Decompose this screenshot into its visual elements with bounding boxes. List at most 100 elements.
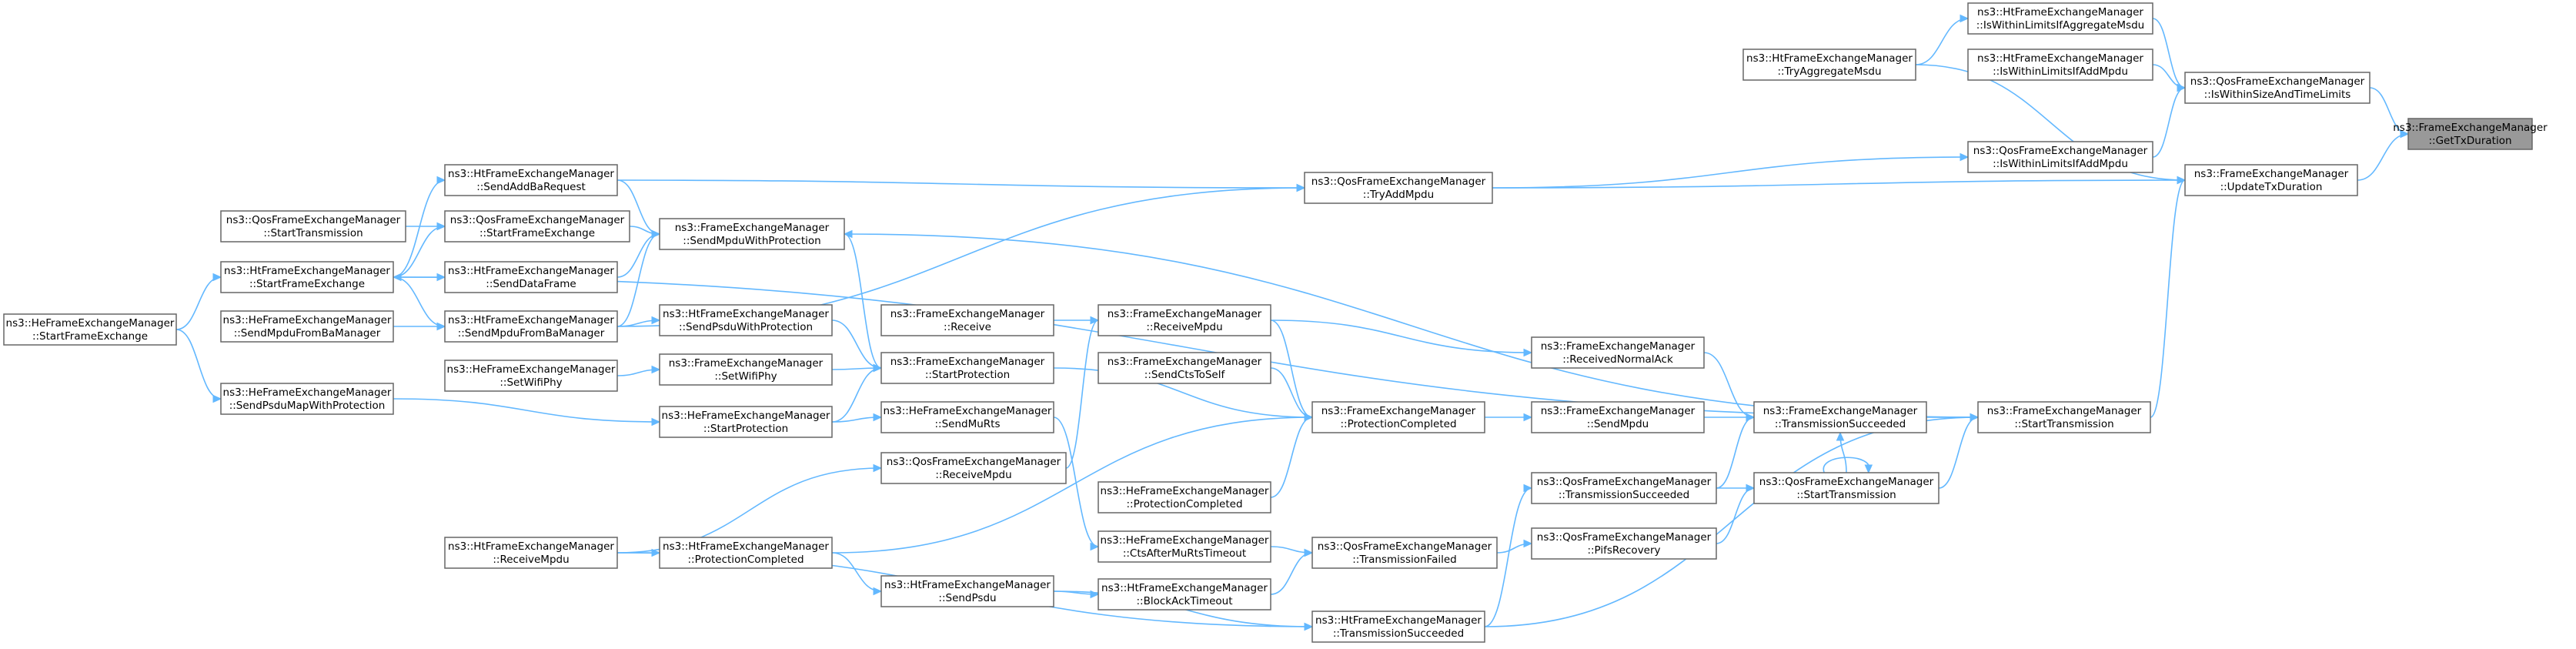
node-sendadd[interactable]: ns3::HtFrameExchangeManager::SendAddBaRe… xyxy=(444,164,618,196)
node-hesmba[interactable]: ns3::HeFrameExchangeManager::SendMpduFro… xyxy=(220,310,394,343)
arrowhead xyxy=(436,176,446,185)
node-fesetwp[interactable]: ns3::FrameExchangeManager::SetWifiPhy xyxy=(659,353,833,386)
node-box xyxy=(1304,172,1493,204)
edge-hestfe-to-hepsdum xyxy=(175,329,222,400)
node-box xyxy=(1311,401,1485,433)
node-htsmba[interactable]: ns3::HtFrameExchangeManager::SendMpduFro… xyxy=(444,310,618,343)
node-box xyxy=(1742,49,1916,81)
node-qosst[interactable]: ns3::QosFrameExchangeManager::StartTrans… xyxy=(220,210,406,243)
node-label-class: ns3::HeFrameExchangeManager xyxy=(6,317,175,330)
node-updtx[interactable]: ns3::FrameExchangeManager::UpdateTxDurat… xyxy=(2184,164,2358,196)
node-label-class: ns3::QosFrameExchangeManager xyxy=(450,214,625,226)
node-box xyxy=(880,575,1054,607)
node-hestfe[interactable]: ns3::HeFrameExchangeManager::StartFrameE… xyxy=(3,313,177,346)
arrowhead xyxy=(1296,183,1306,192)
node-label-method: ::StartTransmission xyxy=(2014,418,2113,430)
node-htts[interactable]: ns3::HtFrameExchangeManager::Transmissio… xyxy=(1311,611,1485,643)
arrowhead xyxy=(873,463,883,473)
edge-tryadd-to-qosaddm xyxy=(1492,156,1969,189)
node-festp[interactable]: ns3::FrameExchangeManager::StartProtecti… xyxy=(880,352,1054,384)
node-htspsdu[interactable]: ns3::HtFrameExchangeManager::SendPsdu xyxy=(880,575,1054,607)
node-qosrmp[interactable]: ns3::QosFrameExchangeManager::ReceiveMpd… xyxy=(880,452,1067,484)
node-label-method: ::IsWithinLimitsIfAddMpdu xyxy=(1993,65,2128,78)
node-label-method: ::SendPsdu xyxy=(938,592,996,604)
node-fermp[interactable]: ns3::FrameExchangeManager::ReceiveMpdu xyxy=(1098,304,1271,336)
node-box xyxy=(1098,352,1271,384)
edge-htts-to-qosts xyxy=(1484,487,1532,627)
node-trymsdu[interactable]: ns3::HtFrameExchangeManager::TryAggregat… xyxy=(1742,49,1916,81)
node-label-class: ns3::FrameExchangeManager xyxy=(1321,405,1476,417)
node-label-method: ::SendAddBaRequest xyxy=(476,181,586,193)
arrowhead xyxy=(1746,483,1756,493)
node-fernack[interactable]: ns3::FrameExchangeManager::ReceivedNorma… xyxy=(1531,336,1705,369)
node-htrmp[interactable]: ns3::HtFrameExchangeManager::ReceiveMpdu xyxy=(444,537,618,569)
node-label-method: ::ProtectionCompleted xyxy=(1126,498,1242,510)
node-label-class: ns3::FrameExchangeManager xyxy=(1987,405,2142,417)
node-label-class: ns3::HtFrameExchangeManager xyxy=(1746,52,1913,65)
arrowhead xyxy=(651,417,661,427)
nodes: ns3::FrameExchangeManager::GetTxDuration… xyxy=(3,2,2548,643)
node-fesmp[interactable]: ns3::FrameExchangeManager::SendMpdu xyxy=(1531,401,1705,433)
node-qosstx[interactable]: ns3::QosFrameExchangeManager::StartTrans… xyxy=(1753,472,1940,504)
node-label-class: ns3::HtFrameExchangeManager xyxy=(1977,6,2143,18)
edge-fest-to-updtx xyxy=(2150,179,2186,418)
edge-htts-to-fest xyxy=(1484,416,1979,627)
node-htstfe[interactable]: ns3::HtFrameExchangeManager::StartFrameE… xyxy=(220,261,394,293)
node-label-class: ns3::FrameExchangeManager xyxy=(675,222,830,234)
node-label-method: ::SetWifiPhy xyxy=(499,376,562,389)
node-label-method: ::TryAggregateMsdu xyxy=(1777,65,1881,78)
node-htaddm[interactable]: ns3::HtFrameExchangeManager::IsWithinLim… xyxy=(1967,49,2153,81)
node-fects[interactable]: ns3::FrameExchangeManager::SendCtsToSelf xyxy=(1098,352,1271,384)
node-label-method: ::StartFrameExchange xyxy=(32,330,148,343)
arrowhead xyxy=(1090,316,1100,325)
node-label-class: ns3::FrameExchangeManager xyxy=(669,357,824,370)
edge-htpc-to-fepc xyxy=(831,416,1313,554)
edge-htstfe-to-sendadd xyxy=(393,179,446,278)
node-label-method: ::SendPsduMapWithProtection xyxy=(229,400,386,412)
node-fercv[interactable]: ns3::FrameExchangeManager::Receive xyxy=(880,304,1054,336)
node-tryadd[interactable]: ns3::QosFrameExchangeManager::TryAddMpdu xyxy=(1304,172,1493,204)
node-qosaddm[interactable]: ns3::QosFrameExchangeManager::IsWithinLi… xyxy=(1967,141,2153,173)
node-hecmu[interactable]: ns3::HeFrameExchangeManager::CtsAfterMuR… xyxy=(1098,530,1271,563)
node-qosts[interactable]: ns3::QosFrameExchangeManager::Transmissi… xyxy=(1531,472,1717,504)
node-box xyxy=(1531,527,1717,560)
node-fets[interactable]: ns3::FrameExchangeManager::TransmissionS… xyxy=(1753,401,1927,433)
node-fepc[interactable]: ns3::FrameExchangeManager::ProtectionCom… xyxy=(1311,401,1485,433)
arrowhead xyxy=(212,273,222,282)
node-htpc[interactable]: ns3::HtFrameExchangeManager::ProtectionC… xyxy=(659,537,833,569)
edge-htbat-to-qostf xyxy=(1270,552,1313,595)
node-label-method: ::BlockAckTimeout xyxy=(1137,595,1233,607)
arrowhead xyxy=(1836,431,1845,441)
node-hepsdum[interactable]: ns3::HeFrameExchangeManager::SendPsduMap… xyxy=(220,383,394,415)
node-hestp[interactable]: ns3::HeFrameExchangeManager::StartProtec… xyxy=(659,406,833,438)
arrowhead xyxy=(1523,348,1533,357)
node-label-class: ns3::FrameExchangeManager xyxy=(1541,340,1696,353)
node-amsdu[interactable]: ns3::HtFrameExchangeManager::IsWithinLim… xyxy=(1967,2,2153,35)
node-hesmu[interactable]: ns3::HeFrameExchangeManager::SendMuRts xyxy=(880,401,1054,433)
arrowhead xyxy=(1090,542,1100,551)
node-fest[interactable]: ns3::FrameExchangeManager::StartTransmis… xyxy=(1977,401,2151,433)
arrowhead xyxy=(1746,413,1756,422)
node-box xyxy=(880,452,1067,484)
edge-qosstx-to-fest xyxy=(1938,416,1979,489)
node-hepc[interactable]: ns3::HeFrameExchangeManager::ProtectionC… xyxy=(1098,481,1271,514)
node-box xyxy=(220,210,406,243)
node-sendpsd[interactable]: ns3::HtFrameExchangeManager::SendPsduWit… xyxy=(659,304,833,336)
node-qosstfe[interactable]: ns3::QosFrameExchangeManager::StartFrame… xyxy=(444,210,630,243)
node-qostf[interactable]: ns3::QosFrameExchangeManager::Transmissi… xyxy=(1311,537,1498,569)
node-hesetwp[interactable]: ns3::HeFrameExchangeManager::SetWifiPhy xyxy=(444,360,618,392)
edge-sendmp-to-festp xyxy=(844,233,882,369)
node-senddf[interactable]: ns3::HtFrameExchangeManager::SendDataFra… xyxy=(444,261,618,293)
arrowhead xyxy=(651,229,661,239)
node-sizelim[interactable]: ns3::QosFrameExchangeManager::IsWithinSi… xyxy=(2184,72,2371,104)
node-qospifs[interactable]: ns3::QosFrameExchangeManager::PifsRecove… xyxy=(1531,527,1717,560)
node-sendmp[interactable]: ns3::FrameExchangeManager::SendMpduWithP… xyxy=(659,218,845,250)
node-label-class: ns3::QosFrameExchangeManager xyxy=(1759,476,1934,488)
arrowhead xyxy=(1970,413,1980,422)
node-label-class: ns3::QosFrameExchangeManager xyxy=(887,456,1061,468)
node-gettx[interactable]: ns3::FrameExchangeManager::GetTxDuration xyxy=(2393,118,2548,150)
node-label-class: ns3::FrameExchangeManager xyxy=(1541,405,1696,417)
node-htbat[interactable]: ns3::HtFrameExchangeManager::BlockAckTim… xyxy=(1098,578,1271,611)
node-box xyxy=(1098,578,1271,611)
node-box xyxy=(1967,49,2153,81)
